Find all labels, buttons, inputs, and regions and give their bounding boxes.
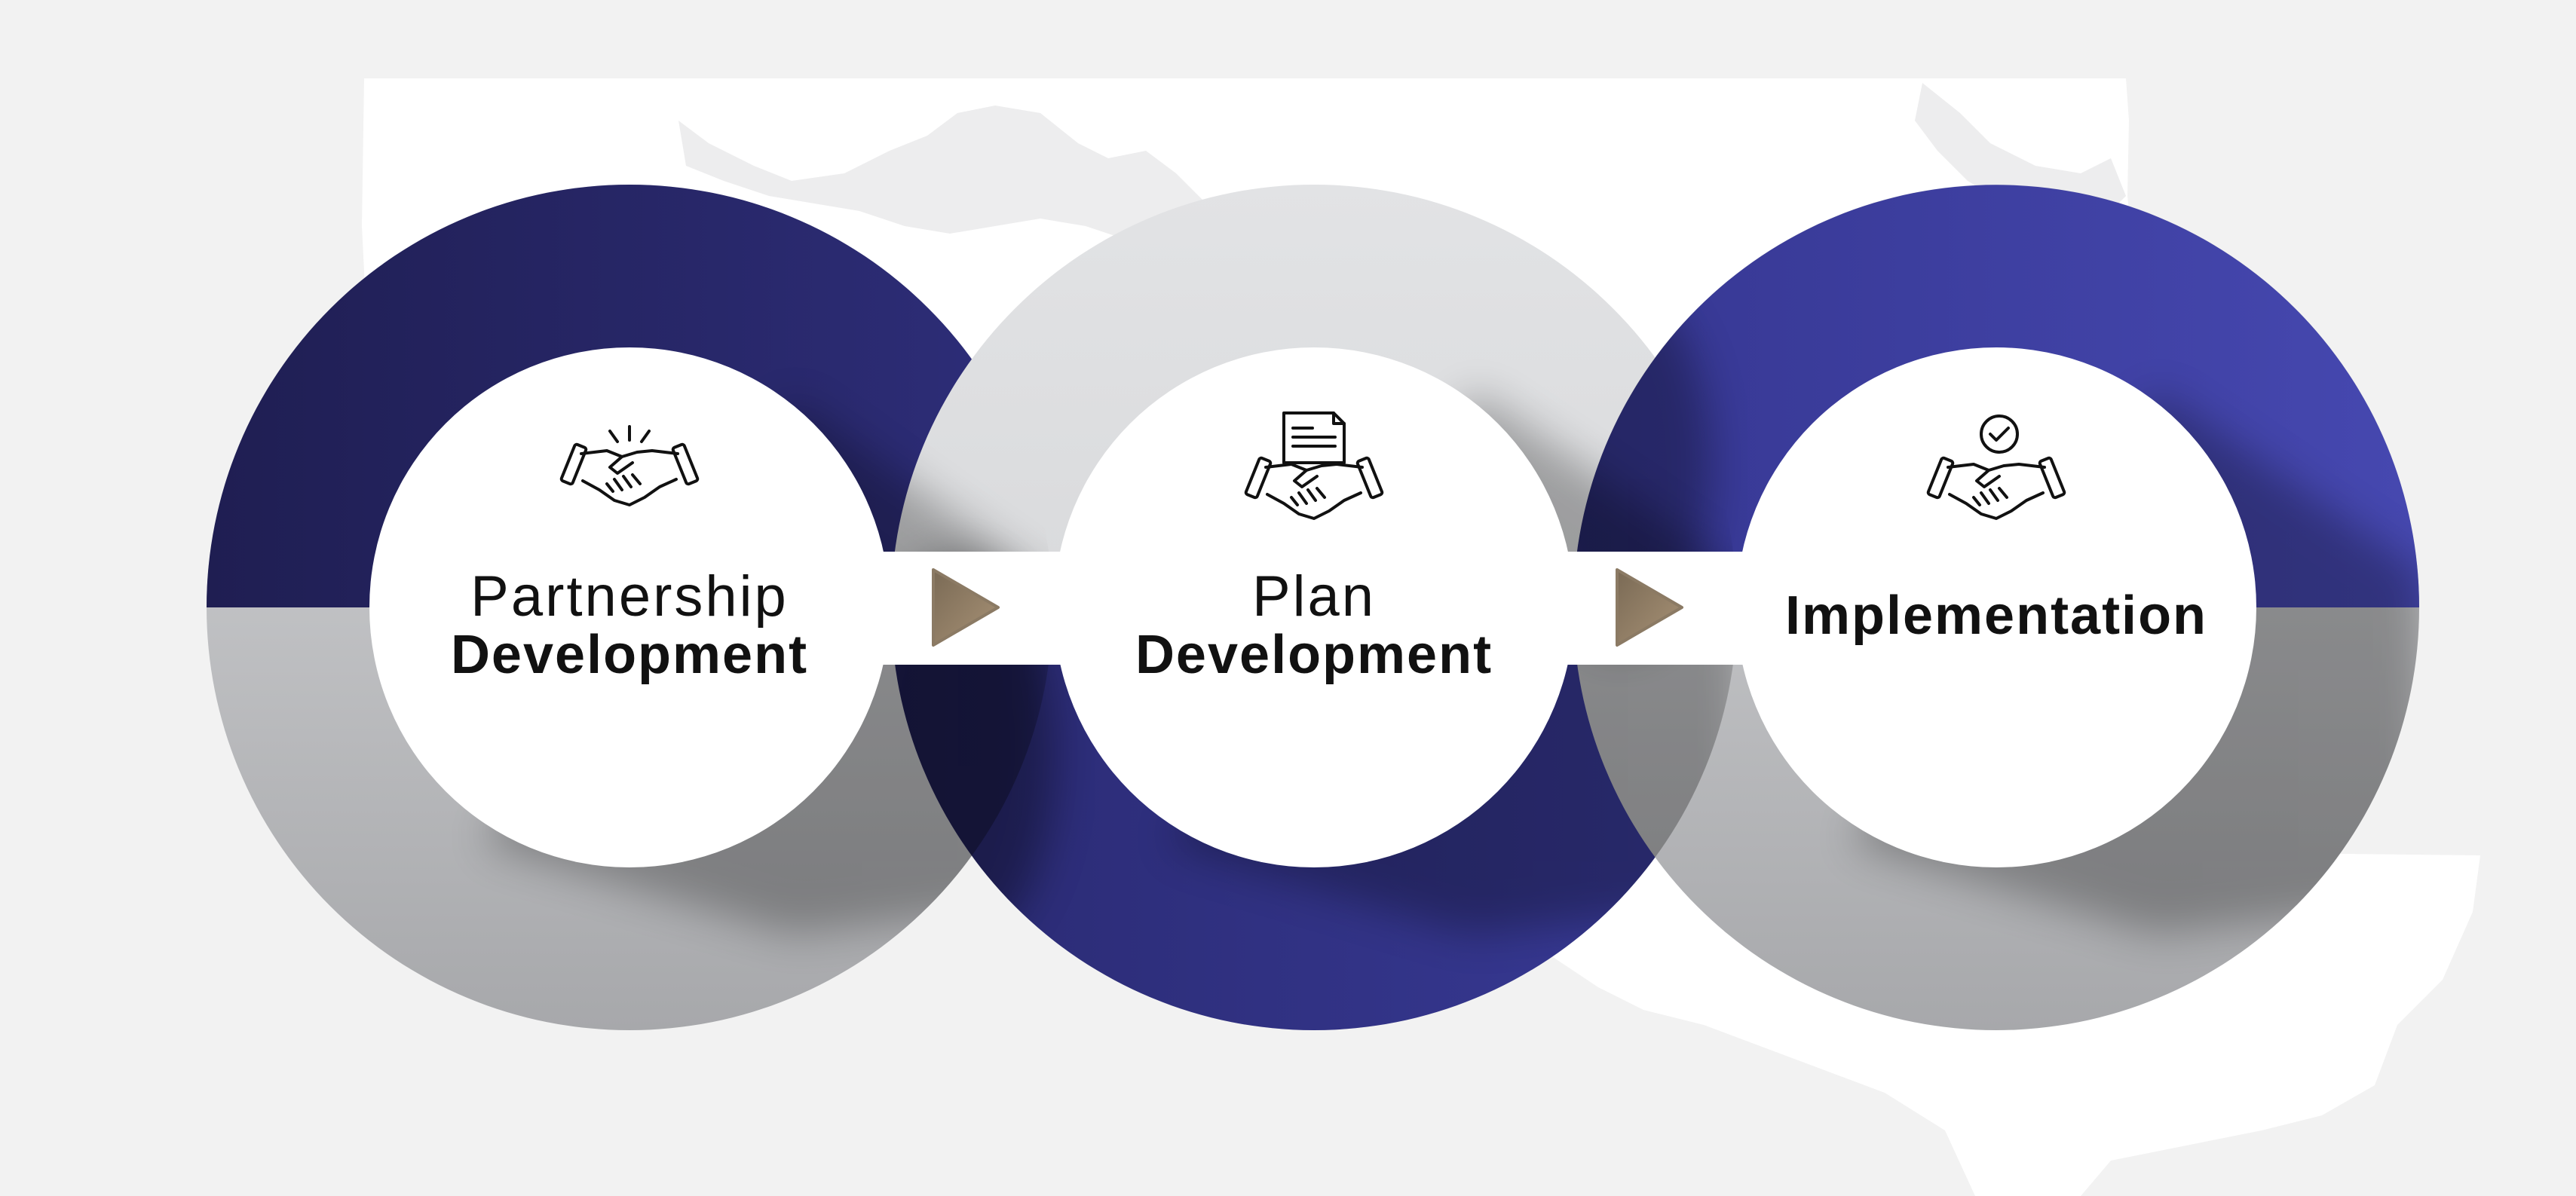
step-1-circle: [369, 347, 890, 867]
step-2-circle: [1054, 347, 1574, 867]
arrow-right-icon: [1616, 568, 1683, 647]
step-1-label: Partnership Development: [403, 567, 856, 684]
step-2-title-line-2: Development: [1135, 624, 1493, 685]
handshake-document-icon: [1244, 411, 1384, 520]
step-3-title: Implementation: [1784, 586, 2208, 646]
handshake-icon: [559, 425, 700, 506]
step-1-title-line-2: Development: [450, 624, 809, 685]
step-1-title-line-1: Partnership: [470, 564, 789, 629]
step-2-title-line-1: Plan: [1251, 564, 1377, 629]
handshake-check-icon: [1926, 414, 2066, 520]
step-3-label: Implementation: [1747, 586, 2245, 646]
arrow-right-icon: [932, 568, 1000, 647]
step-3-circle: [1736, 347, 2256, 867]
step-2-label: Plan Development: [1088, 567, 1540, 684]
